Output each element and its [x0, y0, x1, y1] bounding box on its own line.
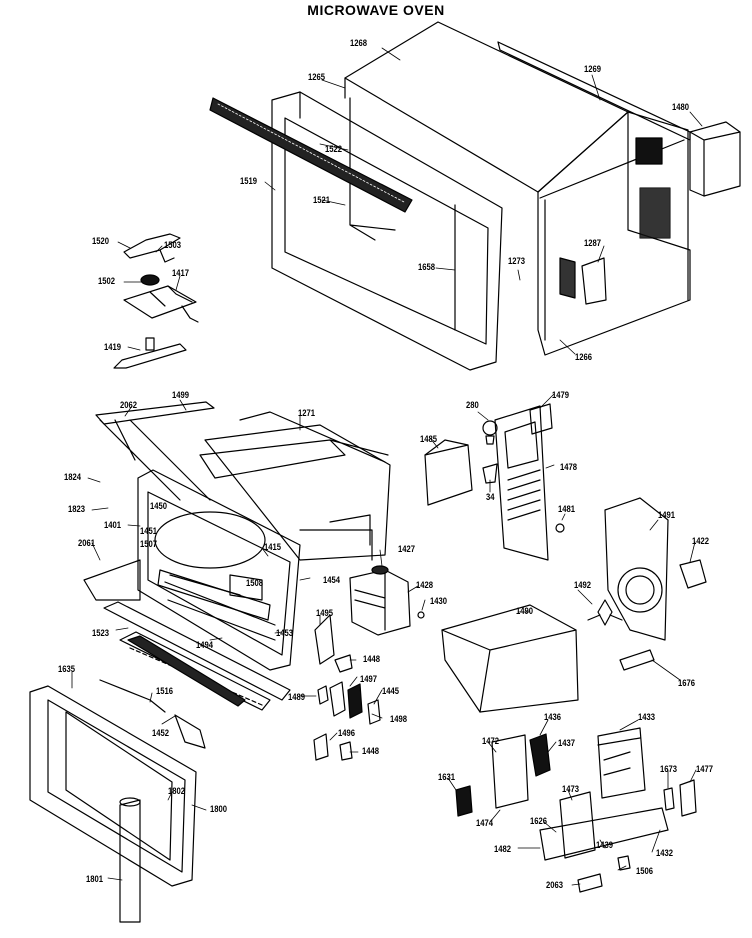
label-1519: 1519: [240, 176, 258, 186]
label-1506: 1506: [636, 866, 654, 876]
label-1497: 1497: [360, 674, 378, 684]
label-1287: 1287: [584, 238, 602, 248]
label-1479: 1479: [552, 390, 570, 400]
label-1520: 1520: [92, 236, 110, 246]
label-1490: 1490: [516, 606, 534, 616]
label-1472: 1472: [482, 736, 500, 746]
label-1428: 1428: [416, 580, 434, 590]
label-1491: 1491: [658, 510, 676, 520]
label-1451: 1451: [140, 526, 158, 536]
label-34: 34: [486, 492, 495, 502]
label-1266: 1266: [575, 352, 593, 362]
label-1522: 1522: [325, 144, 343, 154]
label-1481: 1481: [558, 504, 576, 514]
label-1482: 1482: [494, 844, 512, 854]
label-1496: 1496: [338, 728, 356, 738]
label-1427: 1427: [398, 544, 416, 554]
label-1453: 1453: [276, 628, 294, 638]
label-1521: 1521: [313, 195, 331, 205]
label-1507: 1507: [140, 539, 158, 549]
label-1477: 1477: [696, 764, 714, 774]
front-frame-1519: [210, 92, 502, 370]
label-1801: 1801: [86, 874, 104, 884]
label-1499: 1499: [172, 390, 190, 400]
label-1676: 1676: [678, 678, 696, 688]
label-2061: 2061: [78, 538, 96, 548]
label-1417: 1417: [172, 268, 190, 278]
label-1448a: 1448: [363, 654, 381, 664]
label-1415: 1415: [264, 542, 282, 552]
label-1508: 1508: [246, 578, 264, 588]
label-1473: 1473: [562, 784, 580, 794]
label-1802: 1802: [168, 786, 186, 796]
label-1800: 1800: [210, 804, 228, 814]
lamp-and-duct: [425, 404, 564, 560]
label-1269: 1269: [584, 64, 602, 74]
fan-assembly: [588, 498, 706, 640]
label-1452: 1452: [152, 728, 170, 738]
label-1498: 1498: [390, 714, 408, 724]
outer-case: [345, 22, 690, 355]
label-1265: 1265: [308, 72, 326, 82]
label-1824: 1824: [64, 472, 82, 482]
lower-components: [456, 728, 696, 892]
label-1489: 1489: [288, 692, 306, 702]
label-1450: 1450: [150, 501, 168, 511]
label-1268: 1268: [350, 38, 368, 48]
label-1474: 1474: [476, 818, 494, 828]
label-1631: 1631: [438, 772, 456, 782]
label-1478: 1478: [560, 462, 578, 472]
stirrer-assembly: [114, 234, 198, 368]
label-1494: 1494: [196, 640, 214, 650]
label-1437: 1437: [558, 738, 576, 748]
label-2063: 2063: [546, 880, 564, 890]
diagram-title: MICROWAVE OVEN: [307, 2, 445, 18]
label-1502: 1502: [98, 276, 116, 286]
label-1635: 1635: [58, 664, 76, 674]
label-1448b: 1448: [362, 746, 380, 756]
cavity-front-1401: [138, 470, 300, 670]
label-1432: 1432: [656, 848, 674, 858]
label-1516: 1516: [156, 686, 174, 696]
label-1430: 1430: [430, 596, 448, 606]
label-1401: 1401: [104, 520, 122, 530]
label-1503: 1503: [164, 240, 182, 250]
label-1485: 1485: [420, 434, 438, 444]
label-2062: 2062: [120, 400, 138, 410]
oven-cavity: [96, 402, 390, 560]
label-1454: 1454: [323, 575, 341, 585]
label-1626: 1626: [530, 816, 548, 826]
label-1480: 1480: [672, 102, 690, 112]
label-1658: 1658: [418, 262, 436, 272]
label-1422: 1422: [692, 536, 710, 546]
label-280: 280: [466, 400, 479, 410]
magnetron: [350, 566, 424, 635]
door-1800: [30, 680, 205, 922]
label-1273: 1273: [508, 256, 526, 266]
label-1495: 1495: [316, 608, 334, 618]
switch-parts: [314, 615, 380, 760]
leader-lines: [72, 48, 702, 885]
label-1419: 1419: [104, 342, 122, 352]
label-1445: 1445: [382, 686, 400, 696]
label-1439: 1439: [596, 840, 614, 850]
side-panel-1480: [690, 122, 740, 196]
label-1433: 1433: [638, 712, 656, 722]
label-1823: 1823: [68, 504, 86, 514]
label-1271: 1271: [298, 408, 316, 418]
label-1673: 1673: [660, 764, 678, 774]
label-1523: 1523: [92, 628, 110, 638]
front-panel: [128, 636, 245, 706]
label-1492: 1492: [574, 580, 592, 590]
duct-1490: [442, 605, 654, 712]
label-1436: 1436: [544, 712, 562, 722]
